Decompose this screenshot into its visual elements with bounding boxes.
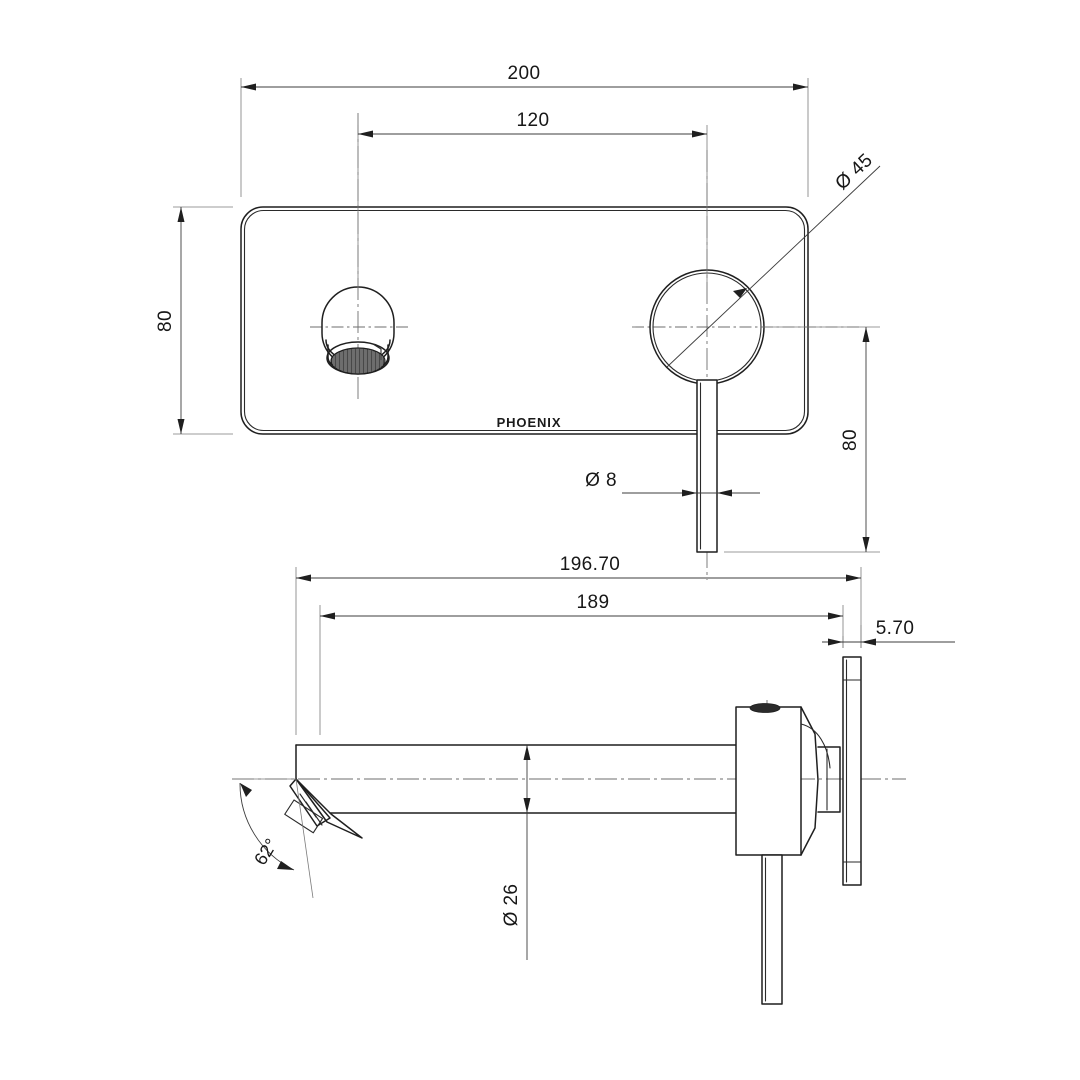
wall-plate-outline: [240, 206, 809, 435]
dimension-label-angle-62: 62°: [250, 835, 281, 869]
spout-nozzle-tip-side: [284, 778, 363, 839]
dimension-189: 189: [319, 592, 844, 735]
spout-tube-side: [295, 744, 738, 814]
dimension-label-80-right: 80: [840, 429, 861, 451]
dimension-label-189: 189: [577, 592, 610, 613]
dimension-80-right: 80: [724, 326, 880, 553]
wall-collar-side: [817, 746, 841, 813]
wall-plate-inner-edge: [243, 209, 806, 432]
aerator-highlight: [372, 343, 382, 361]
dimension-diameter-26: Ø 26: [501, 745, 531, 960]
dimension-label-diameter-26: Ø 26: [501, 884, 522, 927]
mixer-body-side: [735, 703, 831, 856]
dimension-diameter-45: Ø 45: [666, 150, 881, 368]
wall-plate-edge-side: [842, 656, 862, 886]
dimension-diameter-8: Ø 8: [585, 470, 760, 497]
dimension-label-diameter-45: Ø 45: [831, 150, 877, 195]
aerator-mesh: [330, 347, 386, 375]
front-view-group: 200 120 80: [155, 63, 881, 580]
dimension-200: 200: [240, 63, 809, 197]
side-view-group: 196.70 189 5.70: [232, 554, 955, 1005]
dimension-80-left: 80: [155, 206, 233, 435]
mixer-top-cap: [749, 703, 781, 713]
handle-lever-front: [696, 379, 718, 553]
spout-outlet-front: [321, 286, 395, 375]
handle-lever-side: [761, 854, 783, 1005]
dimension-label-80-left: 80: [155, 310, 176, 332]
dimension-angle-62: 62°: [232, 778, 314, 899]
dimension-label-200: 200: [508, 63, 541, 84]
dimension-label-120: 120: [517, 110, 550, 131]
dimension-label-5-70: 5.70: [876, 618, 915, 639]
dimension-120: 120: [357, 110, 708, 290]
dimension-5-70: 5.70: [822, 618, 955, 648]
brand-logo-text: PHOENIX: [497, 415, 562, 430]
dimension-label-196-70: 196.70: [560, 554, 621, 575]
dimension-label-diameter-8: Ø 8: [585, 470, 617, 491]
